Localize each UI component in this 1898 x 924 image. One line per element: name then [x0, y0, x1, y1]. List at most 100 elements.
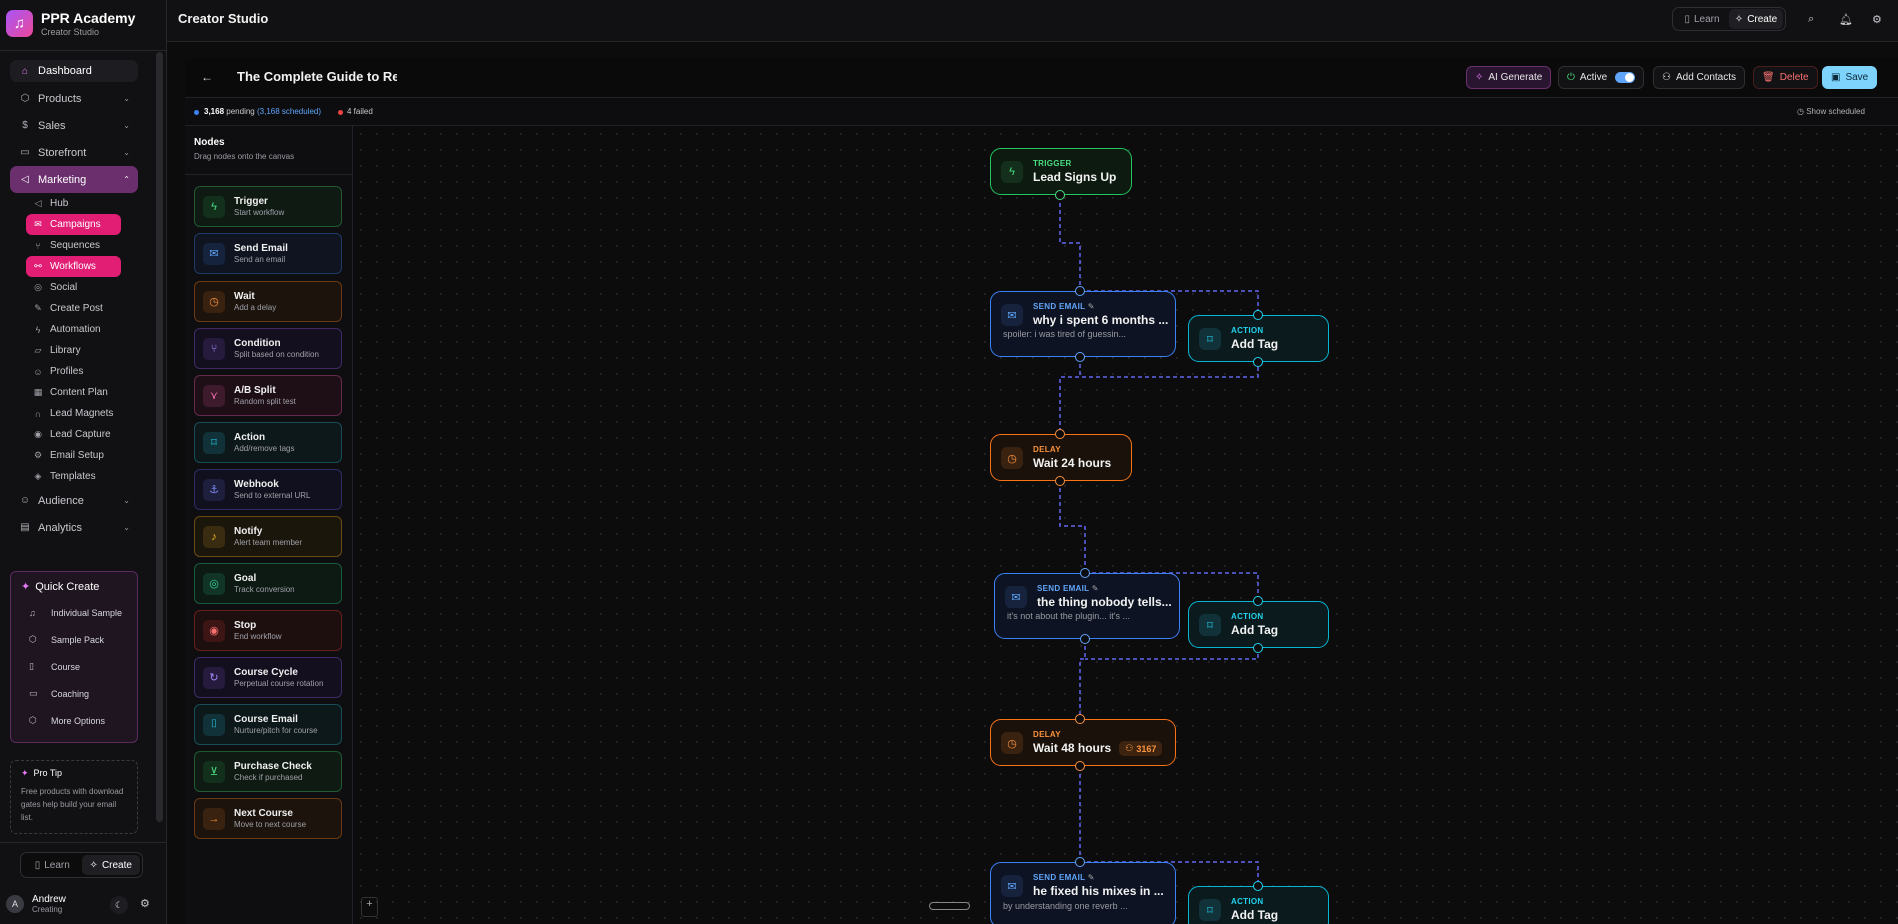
handle-email1-in[interactable]: [1075, 286, 1085, 296]
sidebar-item-social[interactable]: ◎Social: [26, 277, 138, 298]
quick-create-coaching[interactable]: ▭Coaching: [21, 680, 127, 707]
sidebar-item-profiles[interactable]: ☺Profiles: [26, 361, 138, 382]
handle-trigger-out[interactable]: [1055, 190, 1065, 200]
create-mode-button[interactable]: ✧Create: [81, 855, 140, 875]
handle-email3-in[interactable]: [1075, 857, 1085, 867]
music-note-icon: ♫: [6, 10, 33, 37]
handle-action1-in[interactable]: [1253, 310, 1263, 320]
sidebar-item-content-plan[interactable]: ▦Content Plan: [26, 382, 138, 403]
sidebar-item-marketing[interactable]: ◁Marketing⌃: [10, 166, 138, 193]
handle-delay2-in[interactable]: [1075, 714, 1085, 724]
sidebar-item-dashboard[interactable]: ⌂Dashboard: [10, 60, 138, 82]
save-button[interactable]: ▣Save: [1822, 66, 1878, 89]
zoom-in-button[interactable]: +: [361, 897, 378, 917]
sidebar-item-lead-capture[interactable]: ◉Lead Capture: [26, 424, 138, 445]
handle-delay2-out[interactable]: [1075, 761, 1085, 771]
quick-create-individual-sample[interactable]: ♫Individual Sample: [21, 599, 127, 626]
canvas-scroll-indicator[interactable]: [929, 902, 970, 910]
delete-button[interactable]: 🗑︎Delete: [1753, 66, 1818, 89]
handle-delay1-in[interactable]: [1055, 429, 1065, 439]
edit-pencil-icon[interactable]: ✎: [1087, 873, 1095, 882]
brand-subtitle: Creator Studio: [41, 27, 100, 37]
active-toggle-button[interactable]: ⏻Active: [1558, 66, 1645, 89]
show-scheduled-toggle[interactable]: ◷ Show scheduled: [1797, 107, 1865, 116]
quick-create-sample-pack[interactable]: ⬡Sample Pack: [21, 626, 127, 653]
edit-pencil-icon[interactable]: ✎: [1087, 302, 1095, 311]
active-switch[interactable]: [1615, 72, 1636, 83]
settings-gear-icon[interactable]: ⚙: [140, 898, 150, 910]
handle-action1-out[interactable]: [1253, 357, 1263, 367]
flow-node-send-email-1[interactable]: ✉ SEND EMAIL ✎why i spent 6 months ...: [990, 291, 1176, 357]
sidebar-item-audience[interactable]: ☺Audience⌄: [10, 487, 138, 514]
sidebar-item-sales[interactable]: $Sales⌄: [10, 112, 138, 139]
flow-node-send-email-2[interactable]: ✉ SEND EMAIL ✎the thing nobody tells...: [994, 573, 1180, 639]
music-icon: ♫: [29, 607, 36, 618]
brand[interactable]: ♫ PPR Academy Creator Studio: [6, 10, 135, 37]
add-contacts-label: Add Contacts: [1675, 72, 1737, 83]
handle-action2-in[interactable]: [1253, 596, 1263, 606]
learn-mode-button[interactable]: ▯Learn: [23, 855, 82, 875]
header-learn-button[interactable]: ▯Learn: [1675, 9, 1729, 29]
sidebar-item-campaigns[interactable]: ✉Campaigns: [26, 214, 121, 235]
sidebar-item-hub[interactable]: ◁Hub: [26, 193, 138, 214]
sidebar-item-sequences[interactable]: ⑂Sequences: [26, 235, 138, 256]
theme-toggle-moon-icon[interactable]: ☾: [110, 896, 128, 914]
handle-email2-in[interactable]: [1080, 568, 1090, 578]
handle-email1-out[interactable]: [1075, 352, 1085, 362]
sidebar-scrollbar[interactable]: [156, 52, 163, 822]
target-icon: ◉: [34, 429, 42, 439]
back-arrow-icon[interactable]: ←: [201, 70, 213, 84]
bell-icon[interactable]: 🔔︎: [1839, 14, 1853, 26]
sidebar-item-library[interactable]: ▱Library: [26, 340, 138, 361]
quick-create-course[interactable]: ▯Course: [21, 653, 127, 680]
flow-node-send-email-3[interactable]: ✉ SEND EMAIL ✎he fixed his mixes in ...: [990, 862, 1176, 924]
sidebar-item-products[interactable]: ⬡Products⌄: [10, 85, 138, 112]
sidebar-item-workflows[interactable]: ⚯Workflows: [26, 256, 121, 277]
sidebar-item-email-setup[interactable]: ⚙Email Setup: [26, 445, 138, 466]
sidebar-item-templates[interactable]: ◈Templates: [26, 466, 138, 487]
add-contacts-button[interactable]: ⚇Add Contacts: [1653, 66, 1746, 89]
workflow-title[interactable]: The Complete Guide to Rev: [237, 69, 397, 84]
quick-create-more-options[interactable]: ⬡More Options: [21, 707, 127, 734]
zap-icon: ϟ: [35, 324, 41, 335]
handle-action2-out[interactable]: [1253, 643, 1263, 653]
sidebar-item-lead-magnets[interactable]: ∩Lead Magnets: [26, 403, 138, 424]
header-create-button[interactable]: ✧Create: [1729, 9, 1783, 29]
ai-generate-button[interactable]: ✧AI Generate: [1466, 66, 1552, 89]
sidebar-item-analytics[interactable]: ▤Analytics⌄: [10, 514, 138, 541]
edit-pencil-icon[interactable]: ✎: [1091, 584, 1099, 593]
git-branch-icon: ⑂: [203, 337, 225, 360]
handle-delay1-out[interactable]: [1055, 476, 1065, 486]
sidebar-item-storefront[interactable]: ▭Storefront⌄: [10, 139, 138, 166]
ai-generate-label: AI Generate: [1488, 72, 1543, 83]
sidebar-item-create-post[interactable]: ✎Create Post: [26, 298, 138, 319]
edge-action1-delay1: [1080, 360, 1259, 378]
user-profile[interactable]: A Andrew Creating: [6, 894, 66, 914]
handle-action3-in[interactable]: [1253, 881, 1263, 891]
settings-gear-icon[interactable]: ⚙: [1872, 14, 1882, 26]
search-icon[interactable]: ⌕: [1808, 13, 1815, 25]
handle-email2-out[interactable]: [1080, 634, 1090, 644]
